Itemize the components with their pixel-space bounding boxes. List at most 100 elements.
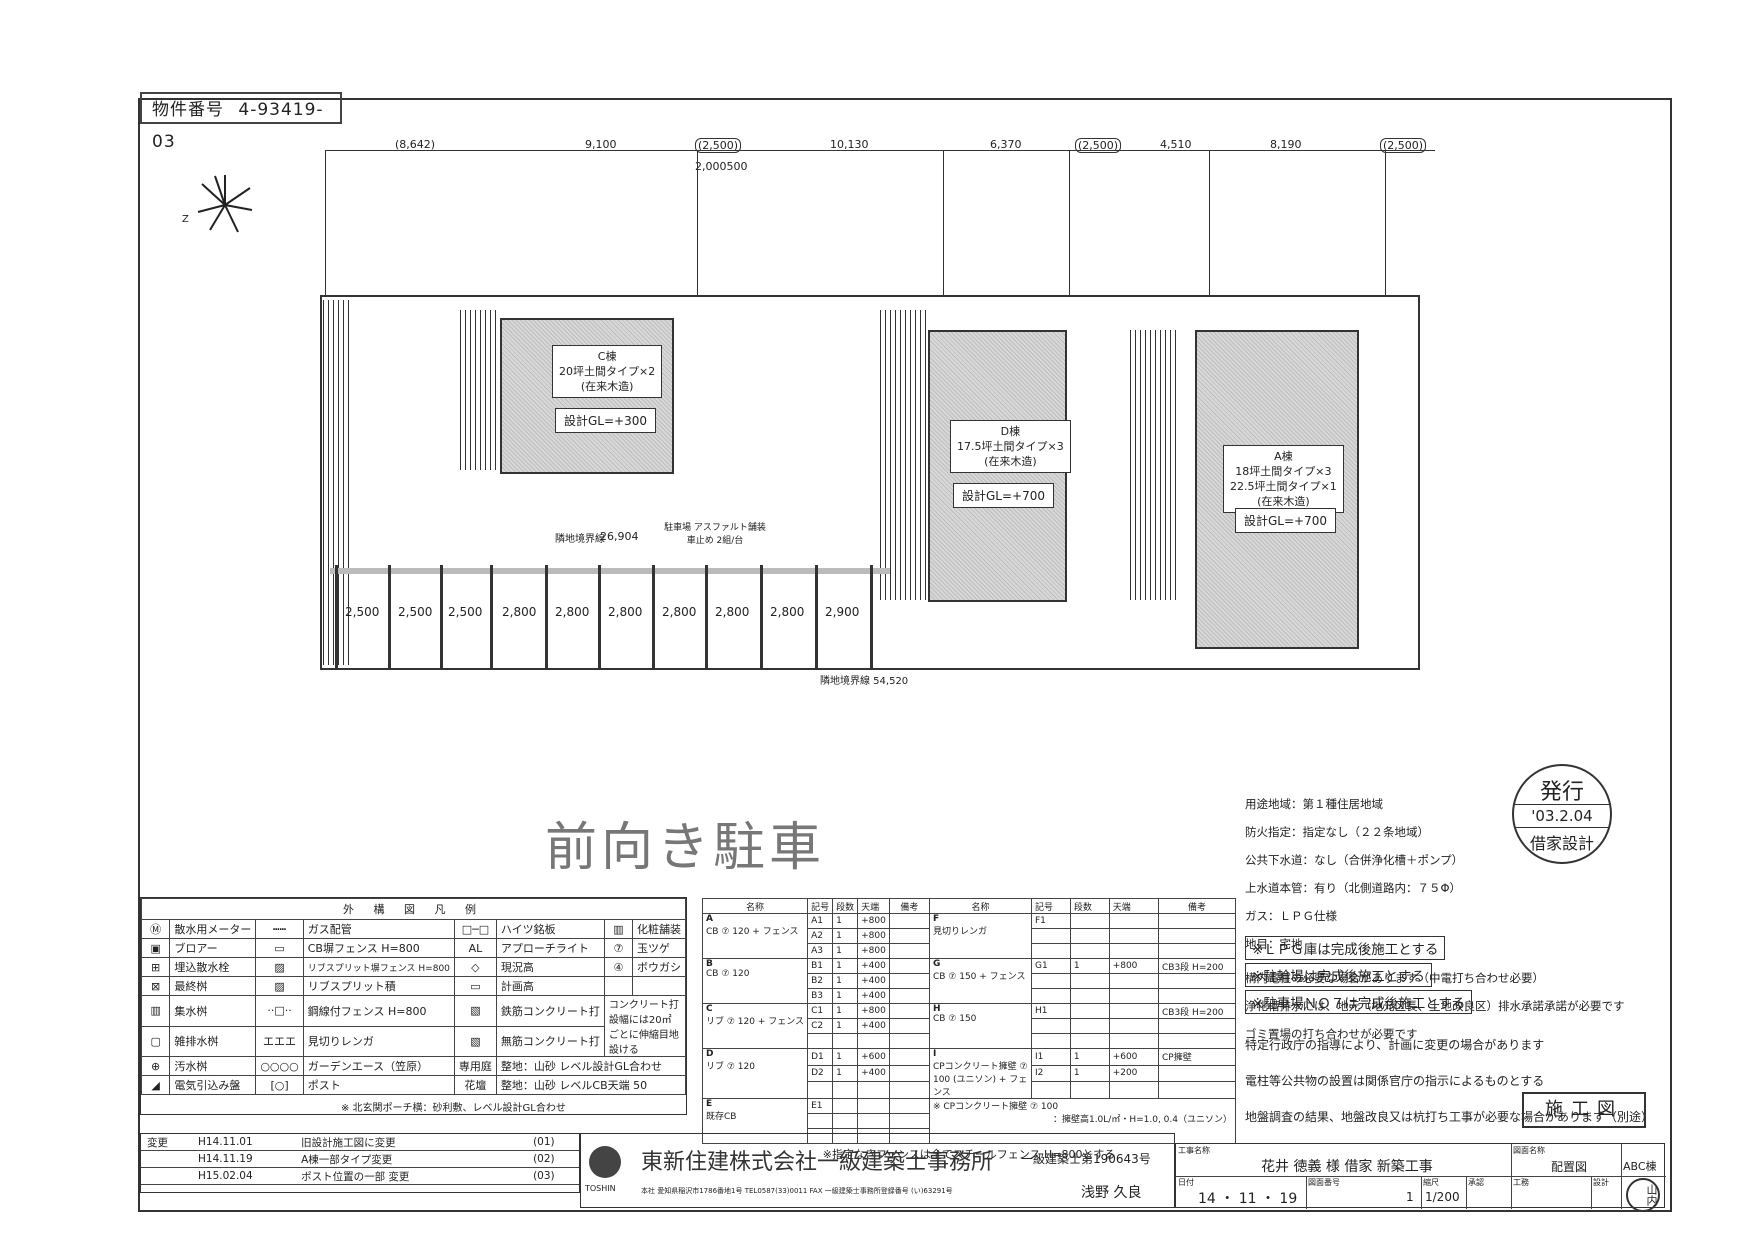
site-info-line: 公共下水道：なし（合併浄化槽＋ポンプ） xyxy=(1245,853,1464,867)
legend-row: ◢電気引込み盤 [○]ポスト 花壇整地：山砂 レベルCB天端 50 xyxy=(140,1075,687,1095)
header: 名称 xyxy=(701,898,809,914)
site-info-line: 地目：宅地 xyxy=(1245,937,1303,951)
wall-code: I1 xyxy=(1030,1048,1071,1066)
paving-icon: ▥ xyxy=(603,919,634,939)
dim-label: (2,500) xyxy=(1075,138,1122,153)
site-info-line: 浄化槽排水には、地元（地元区長、土地改良区）排水承諾承諾が必要です xyxy=(1245,999,1625,1013)
ext-line xyxy=(943,150,944,295)
drawing-label: 図面名称 xyxy=(1513,1146,1545,1155)
wall-tag: B xyxy=(706,959,713,969)
legend-label: ボウガシ xyxy=(632,957,686,977)
wall-top: +400 xyxy=(857,988,890,1004)
stall-divider xyxy=(440,565,443,670)
stamp-date: '03.2.04 xyxy=(1514,804,1610,828)
walkway-hatch xyxy=(880,310,930,600)
revision-desc: 旧設計施工図に変更 xyxy=(301,1136,396,1149)
property-number: 4-93419-03 xyxy=(152,100,324,152)
post-icon: [○] xyxy=(255,1075,304,1095)
company-address: 本社 愛知県稲沢市1786番地1号 TEL0587(33)0011 FAX 一級… xyxy=(641,1187,953,1195)
ext-line xyxy=(1209,150,1210,295)
wall-top: +600 xyxy=(1108,1048,1160,1066)
header: 記号 xyxy=(807,898,834,914)
wall-top: +400 xyxy=(857,1064,890,1083)
north-arrow-icon: Z xyxy=(182,175,253,233)
title-block: 工事名称 花井 徳義 様 借家 新築工事 図面名称 配置図 ABC棟 日付 14… xyxy=(1175,1143,1666,1212)
revision-label: 変更 xyxy=(147,1136,168,1149)
wall-top: +800 xyxy=(857,1003,890,1019)
building-c-gl: 設計GL=+300 xyxy=(555,408,656,433)
stall-divider xyxy=(545,565,548,670)
drawing-date: 14 ・ 11 ・ 19 xyxy=(1198,1191,1298,1207)
catch-basin-icon: ▥ xyxy=(140,995,171,1027)
architect-name: 浅野 久良 xyxy=(1081,1185,1142,1201)
property-number-box: 物件番号 4-93419-03 xyxy=(140,92,342,152)
wall-name: CB ⑦ 120 xyxy=(706,969,750,979)
wall-footnote: ※指定なきフェンスは全てスチールフェンス H=800とする xyxy=(822,1148,1116,1161)
stall-width: 2,900 xyxy=(825,605,860,619)
site-info-line: 構内電柱の必要な場合があります（中電打ち合わせ必要） xyxy=(1245,971,1544,985)
wall-top: +800 xyxy=(857,928,890,944)
legend-row: ▥集水桝 ··□··鋼線付フェンス H=800 ▧鉄筋コンクリート打 コンクリー… xyxy=(140,995,687,1057)
wall-tag: C xyxy=(706,1004,713,1014)
building-ids: ABC棟 xyxy=(1623,1160,1657,1173)
design-label: 設計 xyxy=(1593,1178,1609,1187)
revision-desc: ポスト位置の一部 変更 xyxy=(301,1170,410,1183)
wall-tag: A xyxy=(706,914,713,924)
warning-box: ※ＬＰＧ庫は完成後施工とする xyxy=(1245,936,1446,960)
wall-code: F1 xyxy=(1030,913,1071,929)
site-info-line: 上水道本管：有り（北側道路内：７５Φ） xyxy=(1245,881,1462,895)
rib-wall-icon: ▨ xyxy=(255,976,304,996)
legend-label: 鉄筋コンクリート打 xyxy=(495,995,605,1027)
wall-note: CB3段 H=200 xyxy=(1158,958,1236,974)
stall-width: 2,800 xyxy=(715,605,750,619)
wall-name: リブ ⑦ 120 + フェンス xyxy=(706,1017,805,1027)
note-line: 地盤調査の結果、地盤改良又は杭打ち工事が必要な場合があります（別途） xyxy=(1245,1110,1654,1124)
parking-boundary-length: 26,904 xyxy=(600,530,639,543)
building-d-gl: 設計GL=+700 xyxy=(953,483,1054,508)
electric-panel-icon: ◢ xyxy=(140,1075,171,1095)
ext-line xyxy=(1069,150,1070,295)
date-label: 日付 xyxy=(1178,1178,1194,1187)
header: 天端 xyxy=(857,898,890,914)
dim-label: 2,000500 xyxy=(695,160,748,173)
designer-seal: 山内 xyxy=(1626,1178,1660,1212)
fence-hatch xyxy=(323,300,353,665)
wall-top: +600 xyxy=(857,1048,890,1066)
wire-fence-icon: ··□·· xyxy=(255,995,304,1027)
drawing-no: 1 xyxy=(1406,1190,1414,1204)
wall-tag: I xyxy=(932,1049,937,1059)
legend-label: リブスプリット塀フェンス H=800 xyxy=(302,957,455,977)
dim-label: 4,510 xyxy=(1160,138,1192,151)
top-dimension-line xyxy=(325,150,1435,151)
header: 段数 xyxy=(832,898,859,914)
legend-label: 見切りレンガ xyxy=(302,1025,455,1057)
wall-name: 既存CB xyxy=(706,1112,737,1122)
gas-pipe-icon: ┅┅ xyxy=(255,919,304,939)
planned-level-icon: ▭ xyxy=(453,976,497,996)
site-info: 用途地域：第１種住居地域 防火指定：指定なし（２２条地域） 公共下水道：なし（合… xyxy=(1245,783,1625,1055)
concrete-note: コンクリート打設幅には20㎡ごとに伸縮目地設ける xyxy=(603,995,687,1057)
legend-label: 最終桝 xyxy=(169,976,257,996)
wall-top: +400 xyxy=(857,958,890,974)
project-name: 花井 徳義 様 借家 新築工事 xyxy=(1261,1159,1433,1175)
legend-label: 玉ツゲ xyxy=(632,938,686,958)
wall-tag: D xyxy=(706,1049,714,1059)
wall-code: C1 xyxy=(807,1003,834,1019)
property-number-label: 物件番号 xyxy=(152,100,224,120)
plain-concrete-icon: ▧ xyxy=(453,1025,497,1057)
legend-label: 鋼線付フェンス H=800 xyxy=(302,995,455,1027)
project-label: 工事名称 xyxy=(1178,1146,1210,1155)
wall-tag: E xyxy=(706,1099,713,1109)
parking-surface: 駐車場 アスファルト舗装 車止め 2組/台 xyxy=(664,523,766,546)
garden-ace-icon: ○○○○ xyxy=(255,1056,304,1076)
site-info-line: ゴミ置場の打ち合わせが必要です xyxy=(1245,1027,1418,1041)
revision-label xyxy=(141,1151,192,1168)
company-name: 東新住建株式会社一級建築士事務所 xyxy=(641,1150,994,1175)
legend-row: ⊕汚水桝 ○○○○ガーデンエース（笠原） 専用庭整地：山砂 レベル設計GL合わせ xyxy=(140,1056,687,1076)
stall-width: 2,800 xyxy=(555,605,590,619)
approach-light-icon: AL xyxy=(453,938,497,958)
cp-detail: ：擁壁高1.0L/㎡・H=1.0, 0.4（ユニソン） xyxy=(1052,1115,1232,1125)
